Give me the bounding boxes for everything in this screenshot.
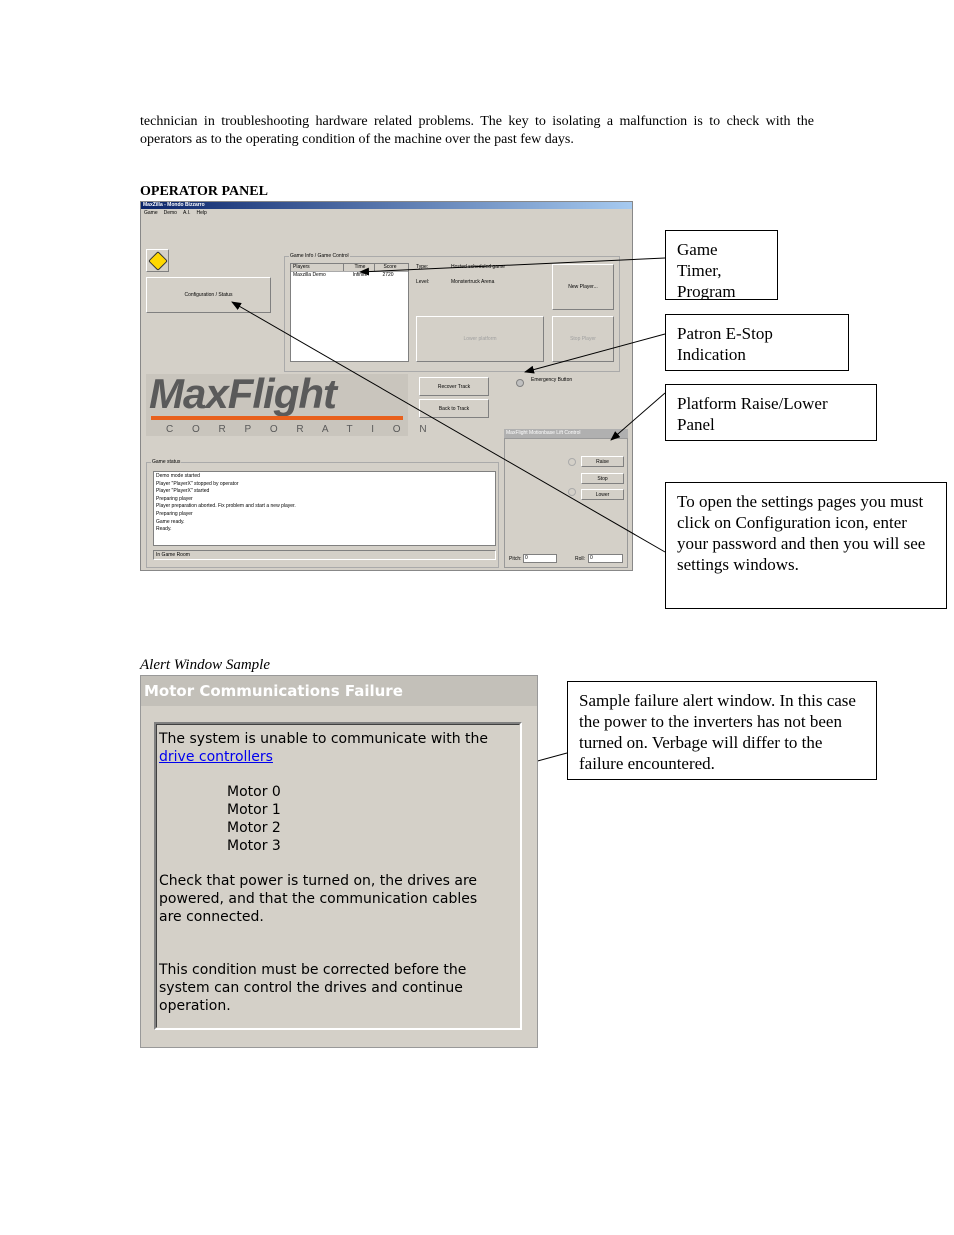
status-bar: In Game Room (153, 550, 496, 560)
configuration-status-button[interactable]: Configuration / Status (146, 277, 271, 313)
motor-list: Motor 0 Motor 1 Motor 2 Motor 3 (227, 783, 281, 855)
alert-title: Motor Communications Failure (141, 676, 537, 706)
section-heading: OPERATOR PANEL (140, 184, 268, 199)
logo-stripe (151, 416, 403, 420)
list-item: Player "PlayerX" stopped by operator (156, 480, 239, 487)
menu-demo[interactable]: Demo (163, 210, 177, 216)
list-item: Motor 2 (227, 820, 281, 836)
menu-help[interactable]: Help (196, 210, 207, 216)
callout-settings: To open the settings pages you must clic… (665, 482, 947, 609)
stop-player-button[interactable]: Stop Player (552, 316, 614, 362)
roll-label: Roll: (575, 556, 586, 562)
list-item: Player "PlayerX" started (156, 488, 210, 495)
lower-platform-button[interactable]: Lower platform (416, 316, 544, 362)
menu-game[interactable]: Game (144, 210, 158, 216)
logo-main-text: MaxFlight (149, 370, 337, 417)
game-info-groupbox: Game Info / Game Control (284, 253, 620, 372)
list-item: Motor 3 (227, 838, 281, 854)
intro-paragraph: technician in troubleshooting hardware r… (140, 114, 814, 147)
callout-alert-sample: Sample failure alert window. In this cas… (567, 681, 877, 780)
window-title: MaxZilla - Mondo Bizzarro (141, 202, 632, 209)
lower-indicator-icon (568, 488, 576, 496)
callout-game-timer: Game Timer, Program (665, 230, 778, 300)
arrow-game-timer (359, 257, 666, 276)
pitch-label: Pitch: (509, 556, 522, 562)
player-name-cell: Maxzilla Demo (293, 272, 326, 278)
level-value: Monstertruck Arena (451, 279, 495, 285)
list-item: Preparing player (156, 495, 193, 502)
score-cell: 2720 (382, 272, 394, 278)
logo-sub-text: C O R P O R A T I O N (166, 424, 435, 435)
alert-condition-text: This condition must be corrected before … (159, 962, 467, 1014)
alert-intro: The system is unable to communicate with… (159, 730, 514, 766)
alert-intro-text: The system is unable to communicate with… (159, 731, 488, 747)
drive-controllers-link[interactable]: drive controllers (159, 749, 273, 765)
level-label: Level: (416, 279, 430, 285)
players-header[interactable]: Players (291, 264, 344, 271)
game-status-groupbox: Game status (146, 459, 499, 568)
raise-indicator-icon (568, 458, 576, 466)
recover-track-button[interactable]: Recover Track (419, 377, 489, 396)
score-header[interactable]: Score (383, 264, 397, 270)
operator-panel-screenshot: MaxZilla - Mondo Bizzarro Game Demo A.I.… (140, 201, 633, 571)
alert-window: Motor Communications Failure The system … (140, 675, 538, 1048)
alert-message-box: The system is unable to communicate with… (154, 722, 522, 1030)
list-item: Preparing player (156, 510, 193, 517)
arrow-platform-panel (610, 392, 666, 441)
list-item: Motor 0 (227, 784, 281, 800)
list-item: Demo mode started (156, 473, 200, 479)
list-item: Motor 1 (227, 802, 281, 818)
callout-patron-estop: Patron E-Stop Indication (665, 314, 849, 371)
type-label: Type: (416, 264, 429, 270)
lift-panel-title: MaxFlight Motionbase Lift Control (504, 429, 628, 438)
arrow-patron-estop (524, 333, 666, 374)
emergency-label: Emergency Button (531, 377, 573, 383)
stop-button[interactable]: Stop (581, 473, 624, 484)
list-item: Player preparation aborted. Fix problem … (156, 503, 296, 510)
status-log[interactable]: Demo mode started Player "PlayerX" stopp… (153, 471, 496, 546)
game-status-label: Game status (151, 459, 182, 465)
menu-bar: Game Demo A.I. Help (141, 209, 632, 218)
back-to-track-button[interactable]: Back to Track (419, 399, 489, 418)
roll-field: 0 (588, 554, 623, 563)
players-table[interactable]: Players Time Score Maxzilla Demo Infinit… (290, 263, 409, 362)
configuration-icon-button[interactable] (146, 249, 169, 272)
menu-ai[interactable]: A.I. (182, 210, 191, 216)
raise-button[interactable]: Raise (581, 456, 624, 467)
maxflight-logo: MaxFlight C O R P O R A T I O N (146, 370, 427, 436)
pitch-field: 0 (523, 554, 557, 563)
time-header[interactable]: Time (344, 264, 375, 271)
lift-control-panel (504, 438, 628, 568)
new-player-button[interactable]: New Player... (552, 264, 614, 310)
callout-platform-panel: Platform Raise/Lower Panel (665, 384, 877, 441)
game-info-label: Game Info / Game Control (289, 253, 350, 259)
arrow-settings (231, 301, 666, 553)
list-item: Ready. (156, 526, 172, 533)
alert-caption: Alert Window Sample (140, 657, 270, 673)
emergency-indicator-icon (516, 379, 524, 387)
lower-button[interactable]: Lower (581, 489, 624, 500)
alert-check-text: Check that power is turned on, the drive… (159, 873, 478, 925)
list-item: Game ready. (156, 518, 185, 525)
